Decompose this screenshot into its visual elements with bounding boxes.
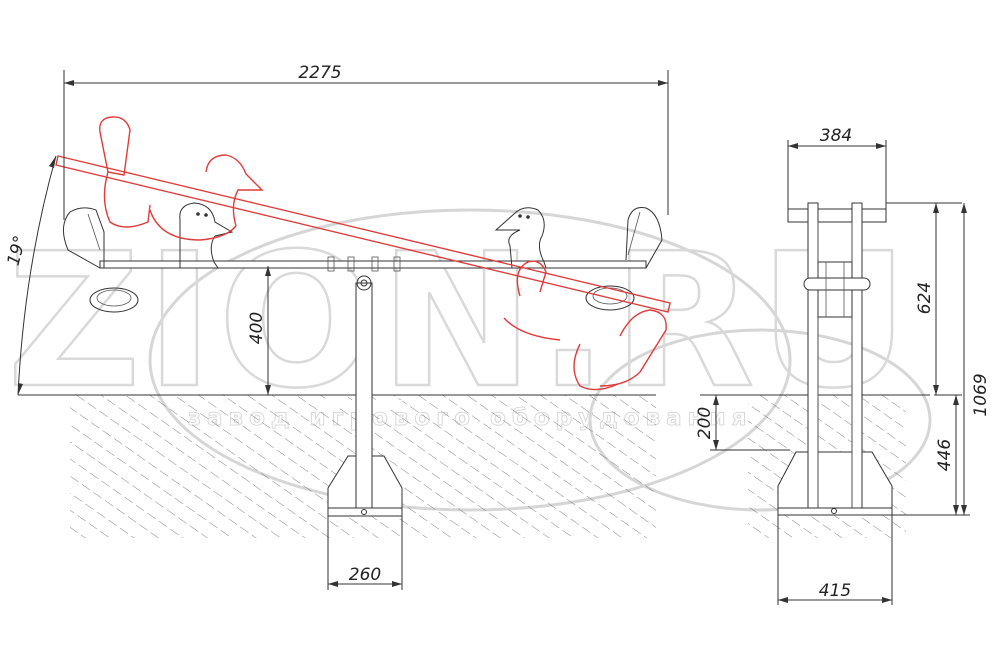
- dim-total-height: 1069: [971, 373, 991, 416]
- ground-front: [18, 394, 656, 538]
- dimension-labels: 2275 19° 400 260 384 624 1069 446 200 41…: [4, 63, 991, 601]
- dim-seat-height: 400: [247, 312, 267, 344]
- dim-ground-offset: 200: [695, 407, 715, 439]
- seesaw-tilted-position: [55, 116, 671, 391]
- foundation-side: [777, 451, 893, 516]
- dim-base-width-front: 260: [349, 565, 381, 585]
- dim-total-length: 2275: [298, 63, 341, 83]
- dim-underground-depth: 446: [935, 439, 955, 472]
- dim-height-above-ground: 624: [915, 282, 935, 314]
- seesaw-horizontal: [63, 202, 663, 313]
- watermark-logo-text: ZION.RU: [7, 213, 913, 429]
- beam-bolts: [327, 256, 401, 272]
- watermark-logo: ZION.RU завод игрового оборудования: [6, 208, 932, 512]
- dim-base-width-side: 415: [819, 581, 851, 601]
- dimension-lines: [17, 70, 970, 605]
- post-side: [787, 202, 887, 509]
- post-front: [355, 275, 373, 509]
- dim-top-width-side: 384: [820, 126, 852, 146]
